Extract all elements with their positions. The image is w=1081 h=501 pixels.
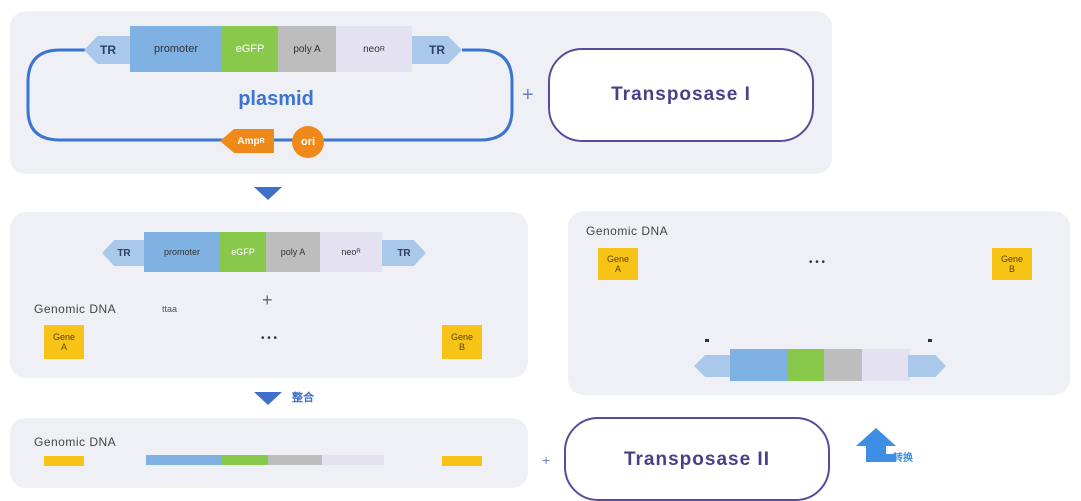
gene-a-bottom [44, 456, 84, 466]
transposase-1-box: Transposase I [548, 48, 814, 142]
transposase-1-label: Transposase I [611, 84, 751, 105]
neo-label: neo [363, 43, 380, 55]
genomic-dna-label-bottom: Genomic DNA [34, 435, 117, 449]
excision-site-dots: • • • [800, 258, 834, 270]
egfp-segment-mid: eGFP [220, 232, 266, 272]
arrow-base [886, 454, 896, 462]
plus-sign: + [522, 84, 534, 106]
down-arrow-1 [254, 187, 282, 200]
amp-label: Amp [237, 135, 260, 147]
amp-superscript: R [259, 137, 265, 145]
polya-label: poly A [293, 43, 321, 55]
tr-right-excised [908, 355, 946, 377]
insertion-site-dots: • • • [255, 334, 283, 346]
genomic-dna-label-mid: Genomic DNA [34, 302, 117, 316]
neo-segment-bottom [322, 455, 384, 465]
excision-end-dot-right [928, 339, 932, 342]
genomic-dna-label-right: Genomic DNA [586, 224, 669, 238]
polya-segment-excised [824, 349, 862, 381]
gene-b-right: Gene B [992, 248, 1032, 280]
plus-sign-bottom: + [542, 452, 551, 468]
ori-circle: ori [292, 126, 324, 158]
egfp-segment-bottom [222, 455, 268, 465]
down-arrow-2 [254, 392, 282, 405]
gene-b-bottom [442, 456, 482, 466]
polya-segment-mid: poly A [266, 232, 320, 272]
up-arrow-icon [856, 428, 896, 462]
neo-label: neo [341, 247, 357, 257]
neo-segment-excised [862, 349, 910, 381]
tr-label: TR [100, 43, 116, 57]
gene-b-mid: Gene B [442, 325, 482, 359]
promoter-label: promoter [153, 43, 199, 55]
polya-label: poly A [280, 247, 306, 257]
egfp-label: eGFP [231, 247, 255, 257]
excision-end-dot-left [705, 339, 709, 342]
ttaa-note: ttaa [162, 304, 178, 314]
promoter-segment-bottom [146, 455, 222, 465]
tr-left-excised [694, 355, 734, 377]
step-label: 整合 [292, 392, 314, 404]
plasmid-label: plasmid [238, 88, 314, 110]
ori-label: ori [300, 136, 316, 148]
promoter-segment-excised [730, 349, 788, 381]
polya-segment-bottom [268, 455, 322, 465]
gene-a-mid: Gene A [44, 325, 84, 359]
neo-superscript: R [379, 45, 385, 53]
egfp-label: eGFP [235, 43, 265, 55]
tr-label: TR [429, 43, 445, 57]
right-note: 转换 [893, 453, 913, 464]
promoter-segment-mid: promoter [144, 232, 220, 272]
up-arrow-graphic [856, 428, 896, 462]
egfp-segment-excised [788, 349, 824, 381]
plus-sign-mid: + [262, 290, 273, 310]
gene-a-right: Gene A [598, 248, 638, 280]
neo-superscript: R [356, 249, 361, 255]
tr-label: TR [117, 247, 131, 259]
tr-label: TR [397, 247, 411, 259]
promoter-segment-top: promoter [130, 26, 222, 72]
egfp-segment-top: eGFP [222, 26, 278, 72]
polya-segment-top: poly A [278, 26, 336, 72]
promoter-label: promoter [163, 247, 200, 257]
